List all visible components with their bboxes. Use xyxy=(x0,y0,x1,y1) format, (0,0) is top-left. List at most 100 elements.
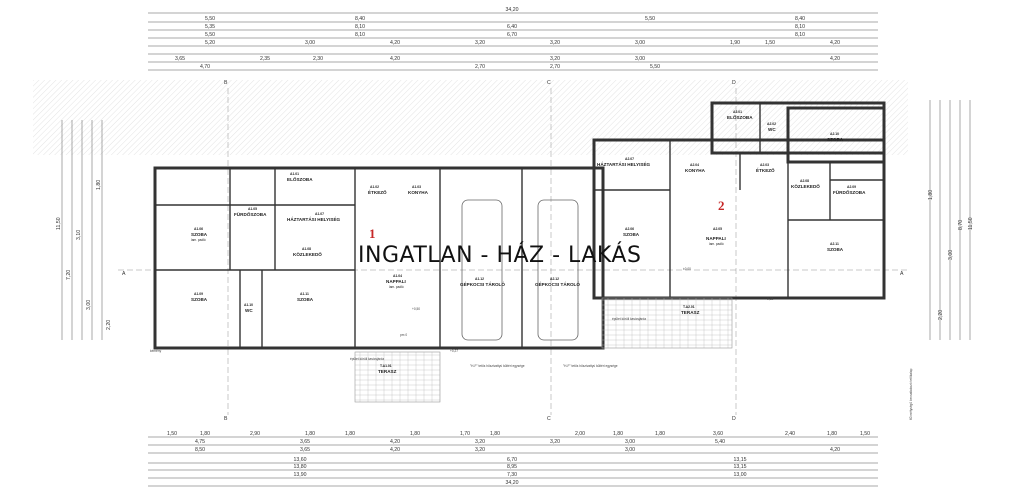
room-name: WC xyxy=(245,308,253,313)
room-name: ELŐSZOBA xyxy=(287,176,313,182)
room-code: A2.06 xyxy=(625,227,634,231)
dim-label: 1,80 xyxy=(96,180,102,190)
dim-label: 8,50 xyxy=(195,447,205,453)
dim-label: 5,40 xyxy=(715,439,725,445)
dim-label: 2,40 xyxy=(785,431,795,437)
dim-label: 1,80 xyxy=(928,190,934,200)
dim-label: 3,65 xyxy=(300,439,310,445)
dim-label: 4,20 xyxy=(390,56,400,62)
dim-label: 6,40 xyxy=(507,24,517,30)
room-floor: lam. padló xyxy=(709,242,724,246)
dim-label: 13,00 xyxy=(734,472,747,478)
room-code: A1.03 xyxy=(412,185,421,189)
room-code: A2.07 xyxy=(625,157,634,161)
dim-label: 3,00 xyxy=(635,56,645,62)
dim-label: 3,20 xyxy=(475,439,485,445)
dim-label: 2,00 xyxy=(575,431,585,437)
dim-label: 3,65 xyxy=(300,447,310,453)
room-name: ÉTKEZŐ xyxy=(756,166,775,173)
dim-label: 2,20 xyxy=(106,320,112,330)
room-code: T.A2.01 xyxy=(683,305,695,309)
room-name: SZOBA xyxy=(191,232,208,237)
dim-label: 3,00 xyxy=(625,447,635,453)
room-name: FÜRDŐSZOBA xyxy=(234,211,267,217)
dim-label: 1,80 xyxy=(827,431,837,437)
room-code: A1.04 xyxy=(393,274,402,278)
dim-label: 8,10 xyxy=(795,32,805,38)
note-heatpump-2: "H-F" tetős hőszivattyú kültéri egysége xyxy=(563,364,618,368)
section-marker-c-bottom: C xyxy=(547,416,551,422)
building-outline xyxy=(153,101,886,350)
dim-label: 13,80 xyxy=(294,464,307,470)
room-name: KÖZLEKEDŐ xyxy=(293,251,322,257)
dim-label: 4,20 xyxy=(390,40,400,46)
dim-label: 4,70 xyxy=(200,64,210,70)
dim-label: 2,30 xyxy=(313,56,323,62)
level-mark: ±0,00 xyxy=(683,267,691,271)
unit-label-1: 1 xyxy=(369,226,376,241)
dim-label: 2,70 xyxy=(550,64,560,70)
room-floor: lam. padló xyxy=(191,238,206,242)
level-mark: -0,02 xyxy=(766,297,773,301)
room-name: NAPPALI xyxy=(706,236,726,241)
section-marker-a-right: A xyxy=(900,271,904,277)
dim-label: 3,00 xyxy=(86,300,92,310)
dim-label: 8,10 xyxy=(355,24,365,30)
dim-label: 3,10 xyxy=(76,230,82,240)
watermark-text: INGATLAN - HÁZ - LAKÁS xyxy=(358,242,641,268)
dim-label: 2,20 xyxy=(938,310,944,320)
room-code: A1.09 xyxy=(194,292,203,296)
room-code: A1.01 xyxy=(290,172,299,176)
dim-label: 5,50 xyxy=(205,32,215,38)
dim-label: 2,35 xyxy=(260,56,270,62)
level-mark: +0,50 xyxy=(412,307,420,311)
room-code: A2.09 xyxy=(847,185,856,189)
dim-label: 8,95 xyxy=(507,464,517,470)
dim-label: 1,50 xyxy=(860,431,870,437)
dim-label: 13,15 xyxy=(734,457,747,463)
dim-label: 2,90 xyxy=(250,431,260,437)
note-chimney: kémény xyxy=(150,349,162,353)
section-marker-d-bottom: D xyxy=(732,416,736,422)
note-heatpump-1: "H-F" tetős hőszivattyú kültéri egysége xyxy=(470,364,525,368)
dim-label: 5,20 xyxy=(205,40,215,46)
note-gravel-1: épület körüli kavicsjárda xyxy=(350,357,384,361)
dim-label: 13,60 xyxy=(294,457,307,463)
dim-label: 3,00 xyxy=(625,439,635,445)
terrace-unit-2 xyxy=(601,297,733,349)
side-dimensions: 11,50 7,20 3,10 3,00 1,80 2,20 11,50 8,7… xyxy=(56,100,974,340)
room-code: A1.11 xyxy=(300,292,309,296)
room-name: KONYHA xyxy=(408,190,429,195)
dim-label: 5,50 xyxy=(205,16,215,22)
dim-label: 4,20 xyxy=(830,40,840,46)
room-code: A2.12 xyxy=(550,277,559,281)
dim-label: 1,80 xyxy=(345,431,355,437)
room-code: A2.04 xyxy=(690,163,699,167)
room-name: TERASZ xyxy=(378,369,397,374)
room-name: FÜRDŐSZOBA xyxy=(833,189,866,195)
dim-label: 1,50 xyxy=(167,431,177,437)
room-name: GÉPKOCSI TÁROLÓ xyxy=(460,280,505,287)
room-code: A1.05 xyxy=(248,207,257,211)
dim-label: 3,00 xyxy=(305,40,315,46)
dim-label: 6,70 xyxy=(507,457,517,463)
dim-label: 3,20 xyxy=(550,439,560,445)
dim-label: 5,35 xyxy=(205,24,215,30)
section-marker-b-bottom: B xyxy=(224,416,228,422)
dim-label: 6,70 xyxy=(507,32,517,38)
top-dimensions: 34,20 5,50 8,40 5,50 8,40 5,35 8,10 6,40… xyxy=(148,7,878,71)
note-gravel-2: épület körüli kavicsjárda xyxy=(612,317,646,321)
room-code: A2.10 xyxy=(830,132,839,136)
level-mark: +0,27 xyxy=(450,349,458,353)
dim-label: 4,20 xyxy=(390,439,400,445)
room-name: ELŐSZOBA xyxy=(727,114,753,120)
dim-label: 7,30 xyxy=(507,472,517,478)
room-name: HÁZTARTÁSI HELYISÉG xyxy=(287,215,341,222)
room-code: A2.11 xyxy=(830,242,839,246)
dim-label: 13,15 xyxy=(734,464,747,470)
dim-label: 4,20 xyxy=(390,447,400,453)
dim-label: 11,50 xyxy=(56,217,62,230)
dim-label: 8,40 xyxy=(795,16,805,22)
room-code: A2.08 xyxy=(800,179,809,183)
